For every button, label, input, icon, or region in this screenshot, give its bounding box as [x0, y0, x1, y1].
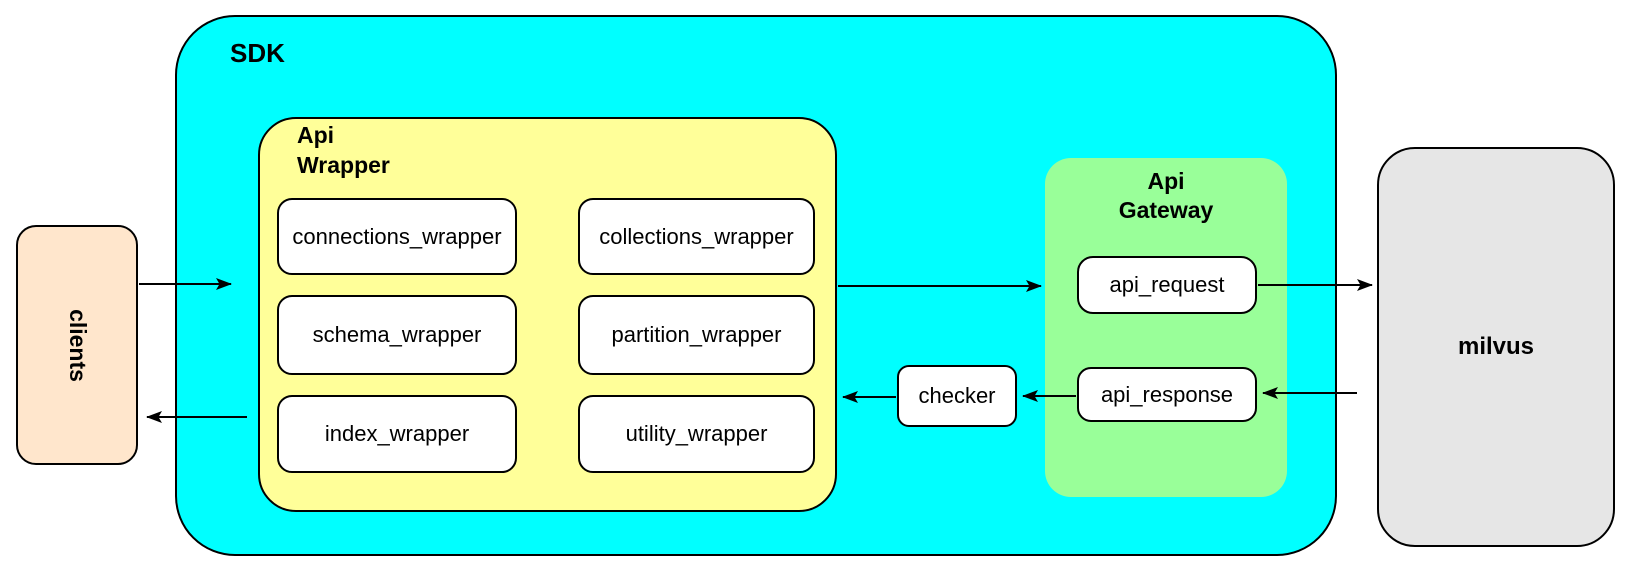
- api-gateway-container: [1045, 158, 1287, 497]
- clients-label: clients: [64, 308, 91, 382]
- clients-node: clients: [16, 225, 138, 465]
- api-response-node: api_response: [1077, 367, 1257, 422]
- checker-node: checker: [897, 365, 1017, 427]
- collections-wrapper-node: collections_wrapper: [578, 198, 815, 275]
- sdk-label: SDK: [230, 38, 285, 68]
- api-gateway-label-line1: Api: [1147, 168, 1185, 194]
- api-wrapper-label-line2: Wrapper: [297, 152, 390, 178]
- api-wrapper-label: Api Wrapper: [297, 120, 390, 180]
- utility-wrapper-node: utility_wrapper: [578, 395, 815, 473]
- milvus-label: milvus: [1457, 333, 1535, 360]
- api-request-node: api_request: [1077, 256, 1257, 314]
- connections-wrapper-node: connections_wrapper: [277, 198, 517, 275]
- index-wrapper-node: index_wrapper: [277, 395, 517, 473]
- milvus-node: milvus: [1377, 147, 1615, 547]
- api-wrapper-label-line1: Api: [297, 122, 335, 148]
- api-gateway-label-line2: Gateway: [1118, 197, 1214, 223]
- api-gateway-label: Api Gateway: [1045, 167, 1287, 225]
- partition-wrapper-node: partition_wrapper: [578, 295, 815, 375]
- schema-wrapper-node: schema_wrapper: [277, 295, 517, 375]
